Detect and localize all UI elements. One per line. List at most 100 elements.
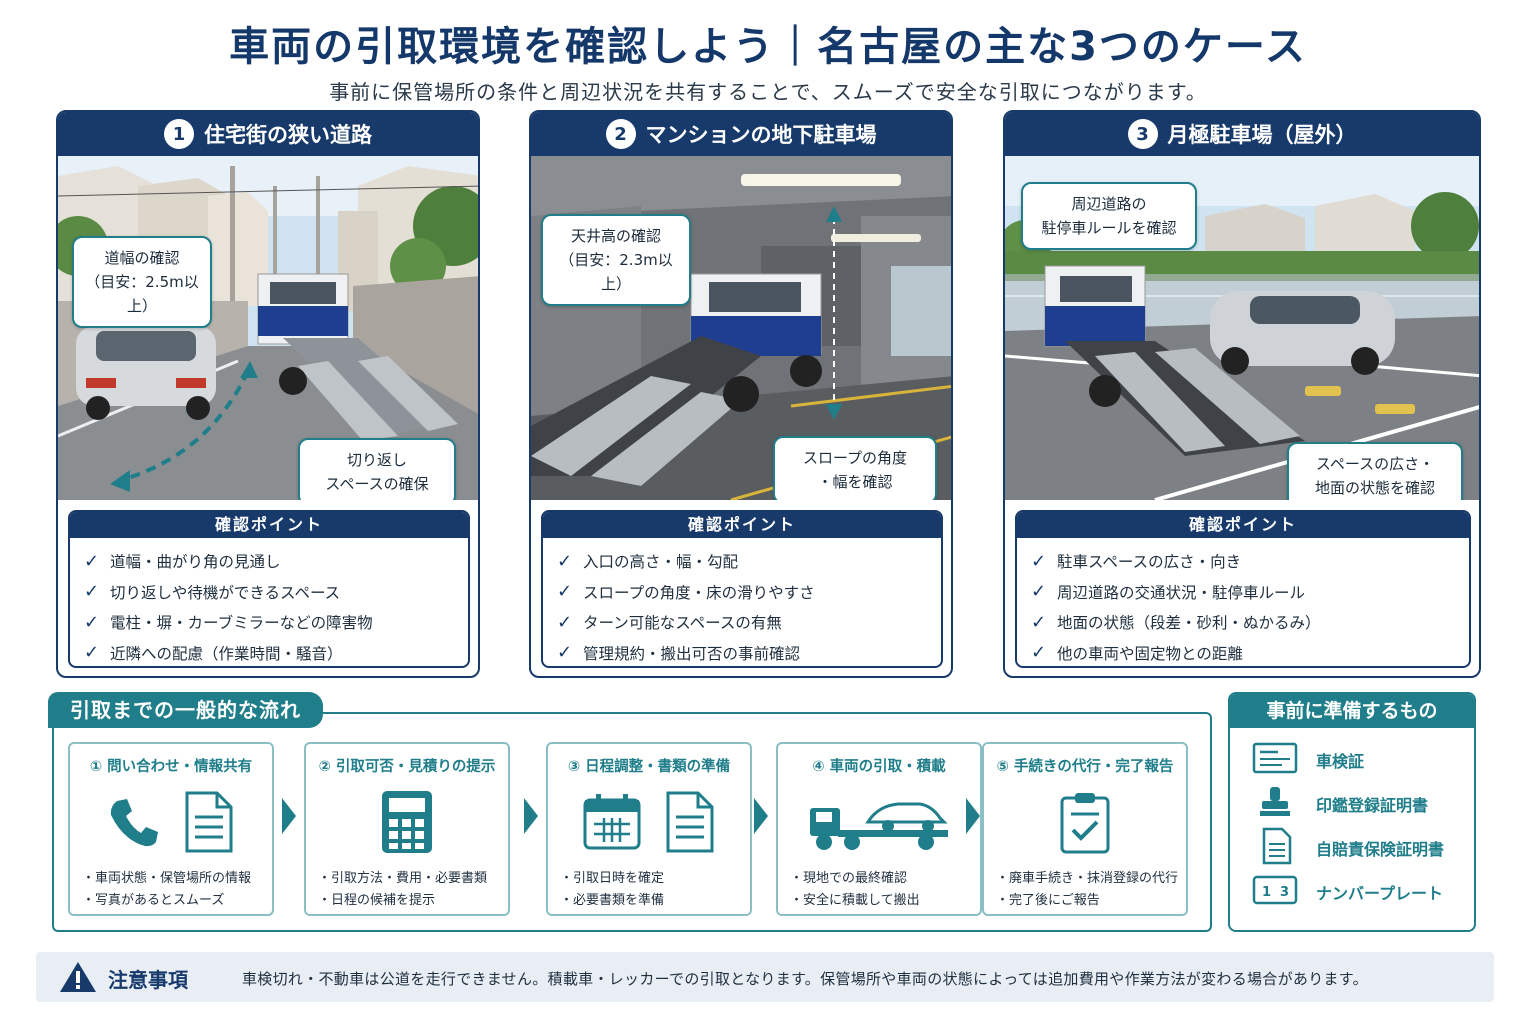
flow-arrow-icon xyxy=(966,798,980,834)
step-title: ④ 車両の引取・積載 xyxy=(812,759,946,775)
flow-step-5: ⑤ 手続きの代行・完了報告 ・廃車手続き・抹消登録の代行 ・完了後にご報告 xyxy=(982,742,1188,916)
checkmark-icon: ✓ xyxy=(1031,581,1047,603)
ceiling-height-callout: 天井高の確認 （目安：2.3m以上） xyxy=(541,214,691,306)
case-number: 1 xyxy=(164,119,194,149)
case-residential-street: 1 住宅街の狭い道路 xyxy=(56,110,480,678)
checkmark-icon: ✓ xyxy=(1031,611,1047,633)
calculator-icon xyxy=(380,789,434,859)
prep-item-label: 印鑑登録証明書 xyxy=(1316,796,1429,815)
step-title: ① 問い合わせ・情報共有 xyxy=(89,759,253,775)
prep-item-label: ナンバープレート xyxy=(1316,884,1444,903)
check-item: ✓入口の高さ・幅・勾配 xyxy=(557,550,739,572)
step-title: ③ 日程調整・書類の準備 xyxy=(567,759,731,775)
space-ground-callout: スペースの広さ・ 地面の状態を確認 xyxy=(1287,442,1463,500)
flow-arrow-icon xyxy=(282,798,296,834)
pickup-flow-title: 引取までの一般的な流れ xyxy=(48,692,323,728)
preparation-title: 事前に準備するもの xyxy=(1230,694,1474,728)
insurance-document-icon xyxy=(1252,827,1298,869)
warning-icon xyxy=(58,960,98,998)
checkmark-icon: ✓ xyxy=(84,550,100,572)
step-note: ・必要書類を準備 xyxy=(560,893,665,908)
case-number: 2 xyxy=(605,119,636,149)
check-points-title: 確認ポイント xyxy=(70,512,468,538)
outdoor-parking-illustration: 周辺道路の 駐停車ルールを確認 スペースの広さ・ 地面の状態を確認 xyxy=(1005,156,1479,500)
residential-street-illustration: 道幅の確認 （目安：2.5m以上） 切り返し スペースの確保 xyxy=(58,156,478,500)
check-item: ✓管理規約・搬出可否の事前確認 xyxy=(557,642,801,664)
turnaround-space-callout: 切り返し スペースの確保 xyxy=(298,438,456,500)
checkmark-icon: ✓ xyxy=(557,611,573,633)
check-item: ✓切り返しや待機ができるスペース xyxy=(84,581,341,603)
road-width-callout: 道幅の確認 （目安：2.5m以上） xyxy=(72,236,212,328)
checkmark-icon: ✓ xyxy=(84,611,100,633)
case-header: 1 住宅街の狭い道路 xyxy=(58,112,478,156)
clipboard-check-icon xyxy=(1059,790,1111,858)
step-title: ② 引取可否・見積りの提示 xyxy=(318,759,496,775)
phone-icon xyxy=(107,795,161,853)
case-header: 2 マンションの地下駐車場 xyxy=(531,112,951,156)
checkmark-icon: ✓ xyxy=(84,642,100,664)
checkmark-icon: ✓ xyxy=(1031,550,1047,572)
check-item: ✓他の車両や固定物との距離 xyxy=(1031,642,1243,664)
check-item: ✓周辺道路の交通状況・駐停車ルール xyxy=(1031,581,1306,603)
case-outdoor-monthly-parking: 3 月極駐車場（屋外） xyxy=(1003,110,1481,678)
prep-item: 自賠責保険証明書 xyxy=(1252,827,1445,869)
step-note: ・完了後にご報告 xyxy=(996,893,1100,908)
notice-label: 注意事項 xyxy=(108,968,188,992)
tow-truck-icon xyxy=(808,792,950,856)
case-title: 住宅街の狭い道路 xyxy=(204,123,372,147)
calendar-icon xyxy=(582,792,642,856)
step-note: ・現地での最終確認 xyxy=(790,871,908,886)
step-note: ・安全に積載して搬出 xyxy=(790,893,920,908)
step-note: ・写真があるとスムーズ xyxy=(82,893,225,908)
step-note: ・廃車手続き・抹消登録の代行 xyxy=(996,871,1179,886)
case-title: マンションの地下駐車場 xyxy=(645,123,877,147)
pickup-flow-panel xyxy=(52,712,1212,932)
flow-arrow-icon xyxy=(524,798,538,834)
check-item: ✓スロープの角度・床の滑りやすさ xyxy=(557,581,815,603)
flow-step-4: ④ 車両の引取・積載 ・現地での最終確認 ・安全に積載して搬出 xyxy=(776,742,982,916)
check-item: ✓駐車スペースの広さ・向き xyxy=(1031,550,1242,572)
case-number: 3 xyxy=(1127,119,1158,149)
svg-text:1: 1 xyxy=(1262,885,1271,900)
step-note: ・日程の候補を提示 xyxy=(318,893,436,908)
slope-angle-callout: スロープの角度 ・幅を確認 xyxy=(773,436,937,500)
prep-item-label: 車検証 xyxy=(1316,752,1365,771)
checkmark-icon: ✓ xyxy=(84,581,100,603)
check-points-panel: 確認ポイント ✓入口の高さ・幅・勾配 ✓スロープの角度・床の滑りやすさ ✓ターン… xyxy=(541,510,943,668)
check-points-panel: 確認ポイント ✓駐車スペースの広さ・向き ✓周辺道路の交通状況・駐停車ルール ✓… xyxy=(1015,510,1471,668)
certificate-icon xyxy=(1252,742,1298,778)
seal-stamp-icon xyxy=(1252,785,1298,823)
check-points-title: 確認ポイント xyxy=(543,512,941,538)
underground-parking-illustration: 天井高の確認 （目安：2.3m以上） スロープの角度 ・幅を確認 xyxy=(531,156,951,500)
checkmark-icon: ✓ xyxy=(1031,642,1047,664)
page-title: 車両の引取環境を確認しよう｜名古屋の主な3つのケース xyxy=(229,24,1307,70)
svg-text:3: 3 xyxy=(1280,885,1289,900)
flow-step-1: ① 問い合わせ・情報共有 ・車両状態・保管場所の情報 ・写真があるとスムーズ xyxy=(68,742,274,916)
check-item: ✓地面の状態（段差・砂利・ぬかるみ） xyxy=(1031,611,1321,633)
flow-arrow-icon xyxy=(754,798,768,834)
step-note: ・引取方法・費用・必要書類 xyxy=(318,871,488,886)
check-item: ✓電柱・塀・カーブミラーなどの障害物 xyxy=(84,611,373,633)
case-underground-parking: 2 マンションの地下駐車場 xyxy=(529,110,953,678)
prep-item: 車検証 xyxy=(1252,742,1364,778)
road-rules-callout: 周辺道路の 駐停車ルールを確認 xyxy=(1021,182,1197,250)
prep-item: 印鑑登録証明書 xyxy=(1252,786,1428,822)
page-subtitle: 事前に保管場所の条件と周辺状況を共有することで、スムーズで安全な引取につながりま… xyxy=(329,80,1207,104)
flow-step-3: ③ 日程調整・書類の準備 ・引取日時を確定 ・必要書類を準備 xyxy=(546,742,752,916)
checkmark-icon: ✓ xyxy=(557,550,573,572)
check-item: ✓道幅・曲がり角の見通し xyxy=(84,550,281,572)
check-item: ✓ターン可能なスペースの有無 xyxy=(557,611,782,633)
checkmark-icon: ✓ xyxy=(557,642,573,664)
step-title: ⑤ 手続きの代行・完了報告 xyxy=(996,759,1174,775)
notice-text: 車検切れ・不動車は公道を走行できません。積載車・レッカーでの引取となります。保管… xyxy=(242,970,1368,988)
check-points-panel: 確認ポイント ✓道幅・曲がり角の見通し ✓切り返しや待機ができるスペース ✓電柱… xyxy=(68,510,470,668)
step-note: ・引取日時を確定 xyxy=(560,871,665,886)
check-points-title: 確認ポイント xyxy=(1017,512,1469,538)
checkmark-icon: ✓ xyxy=(557,581,573,603)
check-item: ✓近隣への配慮（作業時間・騒音） xyxy=(84,642,343,664)
document-icon xyxy=(183,791,235,857)
prep-item-label: 自賠責保険証明書 xyxy=(1316,840,1445,859)
